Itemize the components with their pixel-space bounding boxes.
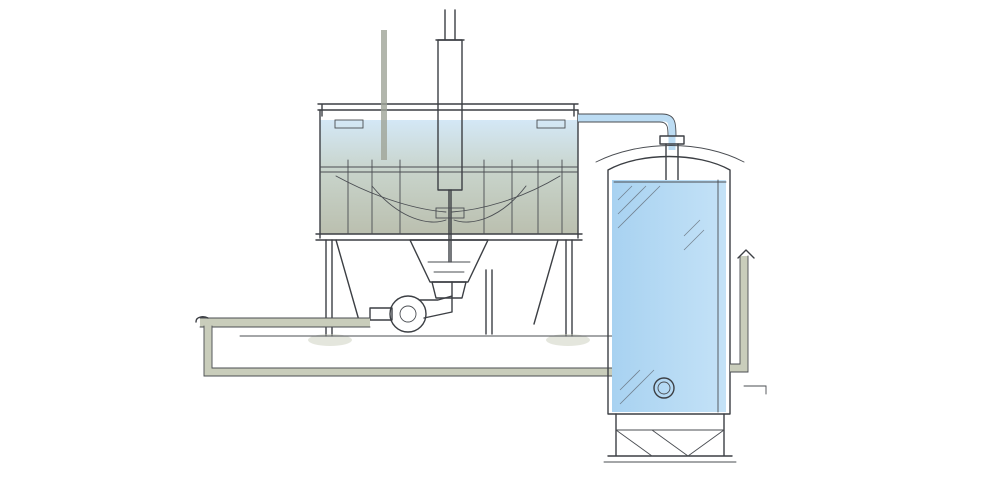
mixing-tank-legs (308, 239, 590, 346)
centrifugal-pump (369, 281, 453, 333)
inlet-stream (381, 30, 387, 160)
agitator-shaft (435, 9, 465, 263)
storage-tank (595, 145, 745, 415)
storage-tank-liquid (612, 180, 726, 412)
outlet-pipe (729, 249, 767, 395)
storage-tank-legs (603, 413, 737, 463)
recirculation-pipe (195, 316, 613, 377)
conical-bottom (409, 239, 489, 299)
transfer-pipe (577, 113, 685, 181)
